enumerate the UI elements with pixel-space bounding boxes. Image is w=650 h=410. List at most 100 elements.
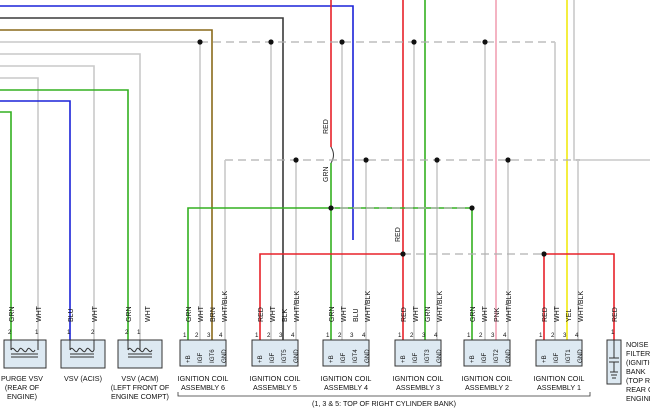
- coil-pin-number: 3: [279, 332, 283, 339]
- coil-terminal-label: IGT5: [281, 349, 288, 363]
- coil-wire-label: WHT: [341, 305, 348, 322]
- vsv-acm-caption-1: VSV (ACM): [121, 374, 158, 383]
- noise-filter-capacitor-icon: [609, 340, 619, 379]
- vsv-purge-caption-3: ENGINE): [7, 392, 37, 401]
- coil-wire-label: WHT/BLK: [222, 291, 229, 322]
- coil-terminal-label: GND: [577, 349, 584, 363]
- coil-terminal-label: IGF: [553, 352, 560, 363]
- coil-connector-body: [535, 339, 583, 367]
- vsv-purge-wire-a: GRN: [9, 306, 16, 322]
- noise-filter-wire: RED: [612, 307, 619, 322]
- coil-terminal-label: IGF: [481, 352, 488, 363]
- vsv-acis: 1 2 BLU WHT VSV (ACIS): [60, 305, 106, 383]
- noise-filter-caption-4: BANK: [626, 367, 646, 376]
- vsv-acis-wire-a: BLU: [68, 308, 75, 322]
- coil-wire-label: PNK: [494, 307, 501, 322]
- coil-terminal-label: GND: [505, 349, 512, 363]
- coil-wire-label: RED: [258, 307, 265, 322]
- coil-pin-number: 2: [479, 332, 483, 339]
- noise-filter-caption-7: ENGINE: [626, 394, 650, 403]
- coil-terminal-label: IGT4: [352, 349, 359, 363]
- coil-caption: IGNITION COIL: [534, 374, 585, 383]
- noise-filter-caption-1: NOISE: [626, 340, 649, 349]
- coil-wire-label: WHT: [198, 305, 205, 322]
- coil-wire-label: BRN: [210, 307, 217, 322]
- coil-wire-label: WHT/BLK: [437, 291, 444, 322]
- coil-terminal-label: +B: [257, 355, 264, 363]
- coil-wire-label: BLK: [282, 308, 289, 322]
- coil-wire-label: WHT: [482, 305, 489, 322]
- coil-caption: ASSEMBLY 6: [181, 383, 225, 392]
- wire-green-acm: [0, 89, 129, 340]
- coil-caption: IGNITION COIL: [178, 374, 229, 383]
- coil-pin-number: 1: [255, 332, 259, 339]
- wire-crossover-hop: [330, 146, 334, 164]
- vsv-purge-wire-b: WHT: [36, 305, 43, 322]
- coil-pin-number: 4: [434, 332, 438, 339]
- coil-caption: ASSEMBLY 3: [396, 383, 440, 392]
- ignition-coil-5: RED1+BWHT2IGFBLK3IGT5WHT/BLK4GNDIGNITION…: [250, 291, 301, 392]
- coil-pin-number: 3: [563, 332, 567, 339]
- coil-terminal-label: IGF: [412, 352, 419, 363]
- coil-connector-body: [251, 339, 299, 367]
- wire-dark-top: [0, 17, 284, 340]
- wire-label-red-top: RED: [323, 119, 330, 134]
- vsv-purge-pin-a: 2: [8, 329, 12, 336]
- vsv-acis-pin-b: 2: [91, 329, 95, 336]
- coil-pin-number: 2: [338, 332, 342, 339]
- coil-terminal-label: IGT6: [209, 349, 216, 363]
- coil-wire-label: GRN: [470, 306, 477, 322]
- vsv-acis-coil-icon: [69, 340, 95, 358]
- coil-wire-label: RED: [401, 307, 408, 322]
- coil-caption: ASSEMBLY 4: [324, 383, 368, 392]
- white-riser-lines: [224, 42, 579, 340]
- coil-connector-body: [394, 339, 442, 367]
- vsv-acis-wire-b: WHT: [92, 305, 99, 322]
- noise-filter-caption-6: REAR O: [626, 385, 650, 394]
- vsv-acm-coil-icon: [127, 340, 153, 358]
- coil-connector-body: [322, 339, 370, 367]
- coil-terminal-label: +B: [469, 355, 476, 363]
- wire-brown-top: [0, 29, 213, 340]
- coil-caption: ASSEMBLY 2: [465, 383, 509, 392]
- wire-white-top: [573, 0, 650, 161]
- vsv-acm-caption-3: ENGINE COMPT): [111, 392, 169, 401]
- vsv-acm-pin-a: 2: [125, 329, 129, 336]
- left-wire-ladder: [0, 5, 354, 340]
- coil-terminal-label: +B: [185, 355, 192, 363]
- coil-caption: ASSEMBLY 5: [253, 383, 297, 392]
- vsv-acm: 2 1 GRN WHT VSV (ACM) (LEFT FRONT OF ENG…: [111, 305, 170, 401]
- wire-green-purge: [0, 111, 12, 340]
- coil-pin-number: 3: [491, 332, 495, 339]
- coil-wire-label: BLU: [353, 308, 360, 322]
- coil-terminal-label: IGT1: [565, 349, 572, 363]
- wire-blue-top: [0, 5, 354, 240]
- coil-terminal-label: GND: [293, 349, 300, 363]
- coil-wire-label: WHT: [554, 305, 561, 322]
- coil-caption: ASSEMBLY 1: [537, 383, 581, 392]
- coil-terminal-label: IGF: [197, 352, 204, 363]
- coil-pin-number: 1: [326, 332, 330, 339]
- coil-pin-number: 3: [350, 332, 354, 339]
- coil-pin-number: 1: [467, 332, 471, 339]
- coil-wire-label: WHT/BLK: [294, 291, 301, 322]
- vsv-purge-caption-1: PURGE VSV: [1, 374, 43, 383]
- vsv-purge: 2 1 GRN WHT PURGE VSV (REAR OF ENGINE): [1, 305, 47, 401]
- coil-pin-number: 4: [503, 332, 507, 339]
- coil-wire-label: WHT: [413, 305, 420, 322]
- ignition-coil-2: GRN1+BWHT2IGFPNK3IGT2WHT/BLK4GNDIGNITION…: [462, 291, 513, 392]
- coil-pin-number: 4: [362, 332, 366, 339]
- coil-wire-label: WHT: [270, 305, 277, 322]
- coil-terminal-label: +B: [400, 355, 407, 363]
- coil-terminal-label: IGT3: [424, 349, 431, 363]
- coil-wire-label: GRN: [186, 306, 193, 322]
- noise-filter: 1 RED NOISE FILTER (IGNITIO BANK (TOP R …: [606, 307, 650, 403]
- coil-pin-number: 4: [291, 332, 295, 339]
- vsv-purge-pin-b: 1: [35, 329, 39, 336]
- top-vertical-wires: [330, 0, 650, 340]
- coil-wire-label: GRN: [425, 306, 432, 322]
- red-bus: [259, 253, 615, 340]
- coil-pin-number: 3: [207, 332, 211, 339]
- coil-pin-number: 2: [410, 332, 414, 339]
